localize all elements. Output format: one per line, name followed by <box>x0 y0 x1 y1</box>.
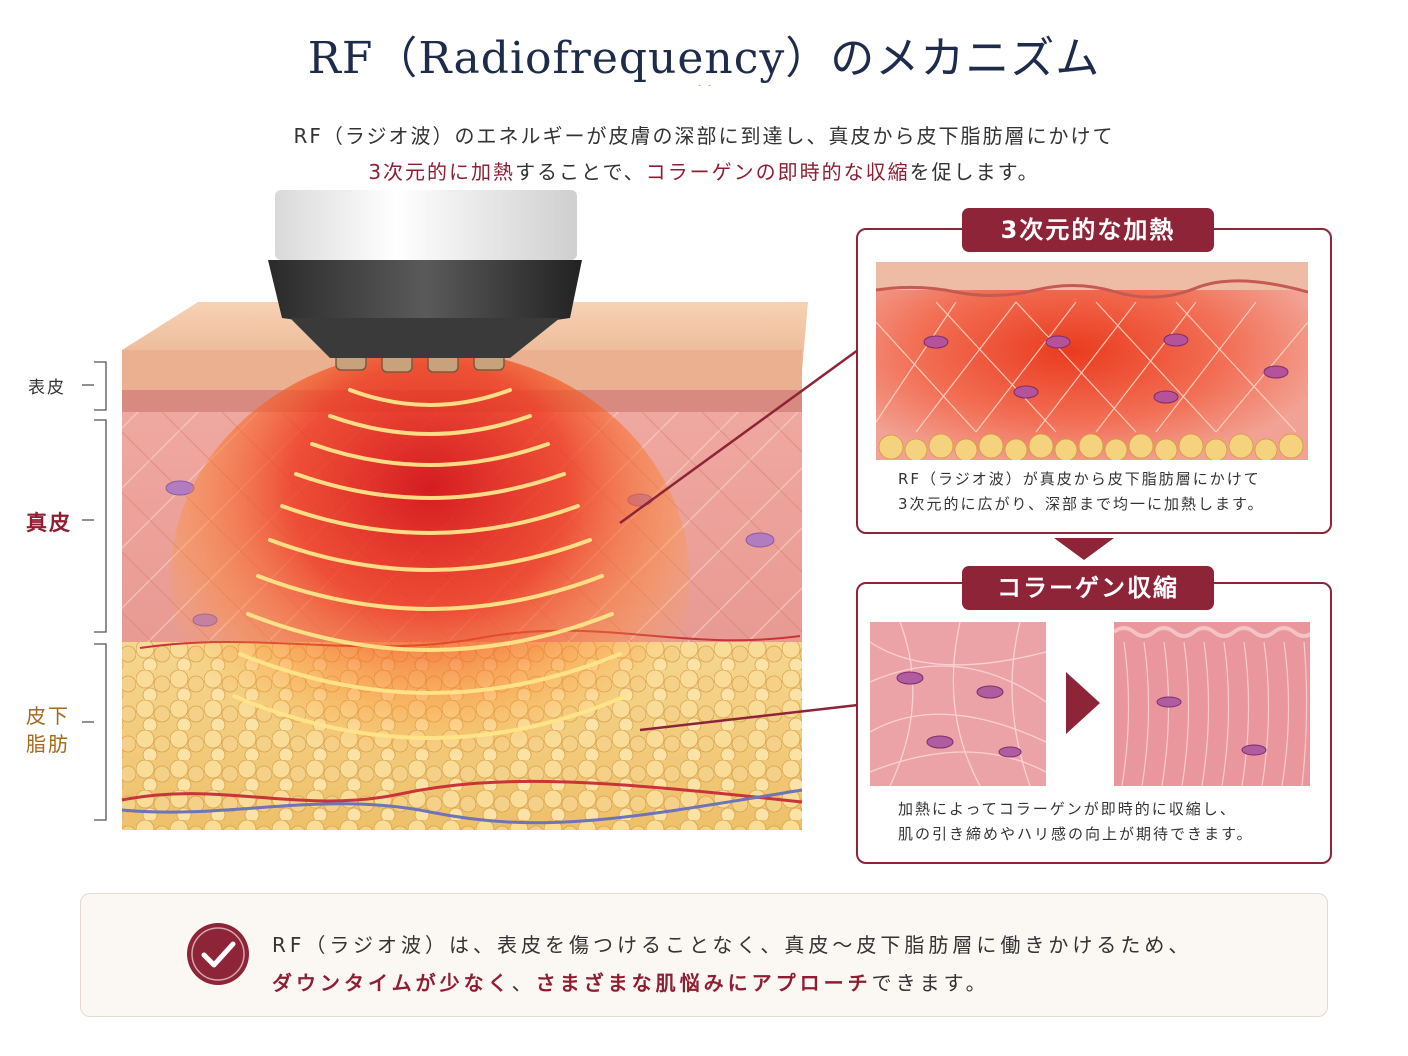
panel-3d-heating-title: 3次元的な加熱 <box>962 208 1214 252</box>
panel-collagen-text-line2: 肌の引き締めやハリ感の向上が期待できます。 <box>898 825 1254 843</box>
down-arrow-icon <box>1054 538 1114 560</box>
intro-highlight-collagen: コラーゲンの即時的な収縮 <box>645 160 910 184</box>
summary-highlight-approach: さまざまな肌悩みにアプローチ <box>535 971 872 995</box>
intro-highlight-heating: 3次元的に加熱 <box>368 160 516 184</box>
summary-text: RF（ラジオ波）は、表皮を傷つけることなく、真皮～皮下脂肪層に働きかけるため、 … <box>272 926 1192 1002</box>
intro-line-2: 3次元的に加熱することで、コラーゲンの即時的な収縮を促します。 <box>0 154 1408 190</box>
panel-3d-heating-text-line1: RF（ラジオ波）が真皮から皮下脂肪層にかけて <box>898 470 1261 488</box>
arrow-right-icon <box>1066 672 1100 734</box>
summary-highlight-downtime: ダウンタイムが少なく <box>272 971 512 995</box>
skin-cross-section-illustration <box>121 190 859 830</box>
label-dermis: 真皮 <box>26 511 72 535</box>
intro-line-1: RF（ラジオ波）のエネルギーが皮膚の深部に到達し、真皮から皮下脂肪層にかけて <box>293 124 1115 148</box>
heating-tissue-illustration <box>876 262 1308 460</box>
label-subcutaneous-line2: 脂肪 <box>26 732 70 756</box>
panel-collagen-text-line1: 加熱によってコラーゲンが即時的に収縮し、 <box>898 800 1237 818</box>
label-epidermis: 表皮 <box>28 378 66 398</box>
collagen-before-illustration <box>870 622 1046 786</box>
panel-3d-heating-text-line2: 3次元的に広がり、深部まで均一に加熱します。 <box>898 495 1265 513</box>
intro-text: RF（ラジオ波）のエネルギーが皮膚の深部に到達し、真皮から皮下脂肪層にかけて 3… <box>0 118 1408 190</box>
page-title: RF（Radiofrequency）のメカニズム <box>307 33 1101 84</box>
label-subcutaneous-line1: 皮下 <box>26 704 70 728</box>
summary-box <box>80 893 1328 1017</box>
summary-line-2: ダウンタイムが少なく、さまざまな肌悩みにアプローチできます。 <box>272 964 1192 1002</box>
check-icon <box>187 923 249 985</box>
intro-text-part: を促します。 <box>909 160 1040 184</box>
intro-text-part: することで、 <box>515 160 646 184</box>
title-divider <box>694 84 715 86</box>
summary-text-part: できます。 <box>871 971 990 995</box>
panel-collagen-title: コラーゲン収縮 <box>962 566 1214 610</box>
summary-text-part: 、 <box>511 971 536 995</box>
summary-line-1: RF（ラジオ波）は、表皮を傷つけることなく、真皮～皮下脂肪層に働きかけるため、 <box>272 933 1193 957</box>
label-subcutaneous-fat: 皮下 脂肪 <box>26 702 70 758</box>
panel-3d-heating-text: RF（ラジオ波）が真皮から皮下脂肪層にかけて 3次元的に広がり、深部まで均一に加… <box>898 467 1264 517</box>
collagen-after-illustration <box>1114 622 1310 786</box>
layer-brackets <box>82 361 107 821</box>
panel-collagen-text: 加熱によってコラーゲンが即時的に収縮し、 肌の引き締めやハリ感の向上が期待できま… <box>898 797 1254 847</box>
